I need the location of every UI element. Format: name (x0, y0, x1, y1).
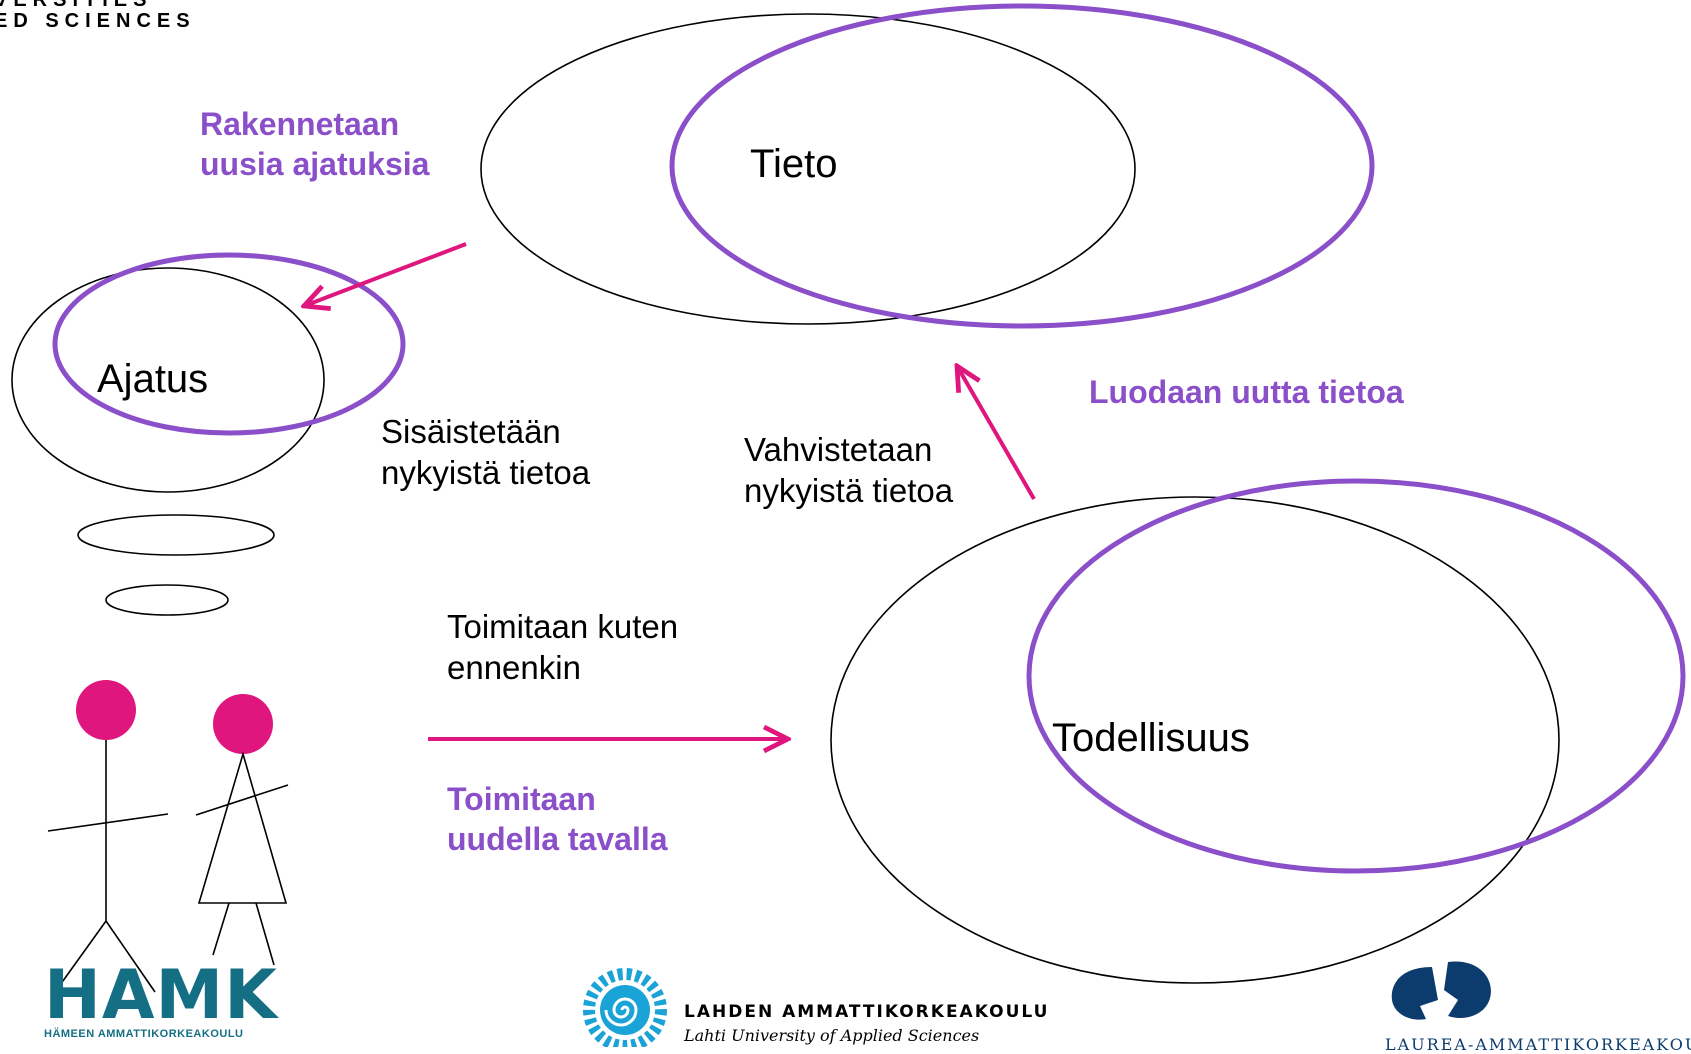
hamk-logo-word: HAMK (44, 956, 278, 1035)
tieto-new-ellipse (669, 3, 1375, 329)
label-toimitaan-uudella: Toimitaan uudella tavalla (447, 781, 668, 857)
laurea-logo-name: LAUREA-AMMATTIKORKEAKOULU (1385, 1035, 1691, 1054)
todellisuus-ellipse (830, 496, 1560, 984)
lahti-logo-icon (583, 968, 667, 1047)
hamk-logo-subtitle: HÄMEEN AMMATTIKORKEAKOULU (44, 1028, 244, 1040)
lahti-logo-subtitle: Lahti University of Applied Sciences (684, 1026, 980, 1045)
ajatus-new-ellipse (52, 252, 406, 436)
thought-bubble-small (105, 584, 229, 616)
lahti-logo-name: LAHDEN AMMATTIKORKEAKOULU (684, 1002, 1050, 1022)
label-luodaan: Luodaan uutta tietoa (1089, 374, 1404, 410)
header-university-name: VERSITIES ED SCIENCES (0, 0, 196, 32)
label-rakennetaan: Rakennetaan uusia ajatuksia (200, 106, 430, 182)
label-vahvistetaan: Vahvistetaan nykyistä tietoa (744, 431, 954, 509)
hamk-logo: HAMK HÄMEEN AMMATTIKORKEAKOULU (44, 956, 278, 1041)
label-sisaistetaan: Sisäistetään nykyistä tietoa (381, 413, 591, 491)
todellisuus-new-ellipse (1026, 478, 1686, 874)
laurea-logo-icon (1391, 961, 1491, 1020)
label-toimitaan-kuten: Toimitaan kuten ennenkin (447, 608, 679, 686)
ajatus-ellipse (11, 267, 325, 493)
label-tieto: Tieto (750, 142, 838, 186)
label-ajatus: Ajatus (97, 357, 209, 401)
stick-figure-woman (195, 694, 289, 966)
arrow-to-ajatus (304, 242, 467, 306)
arrow-to-tieto (957, 366, 1036, 501)
thought-bubble-large (77, 514, 275, 556)
label-todellisuus: Todellisuus (1052, 716, 1250, 760)
tieto-ellipse (480, 13, 1136, 325)
stick-figure-man (47, 680, 169, 993)
